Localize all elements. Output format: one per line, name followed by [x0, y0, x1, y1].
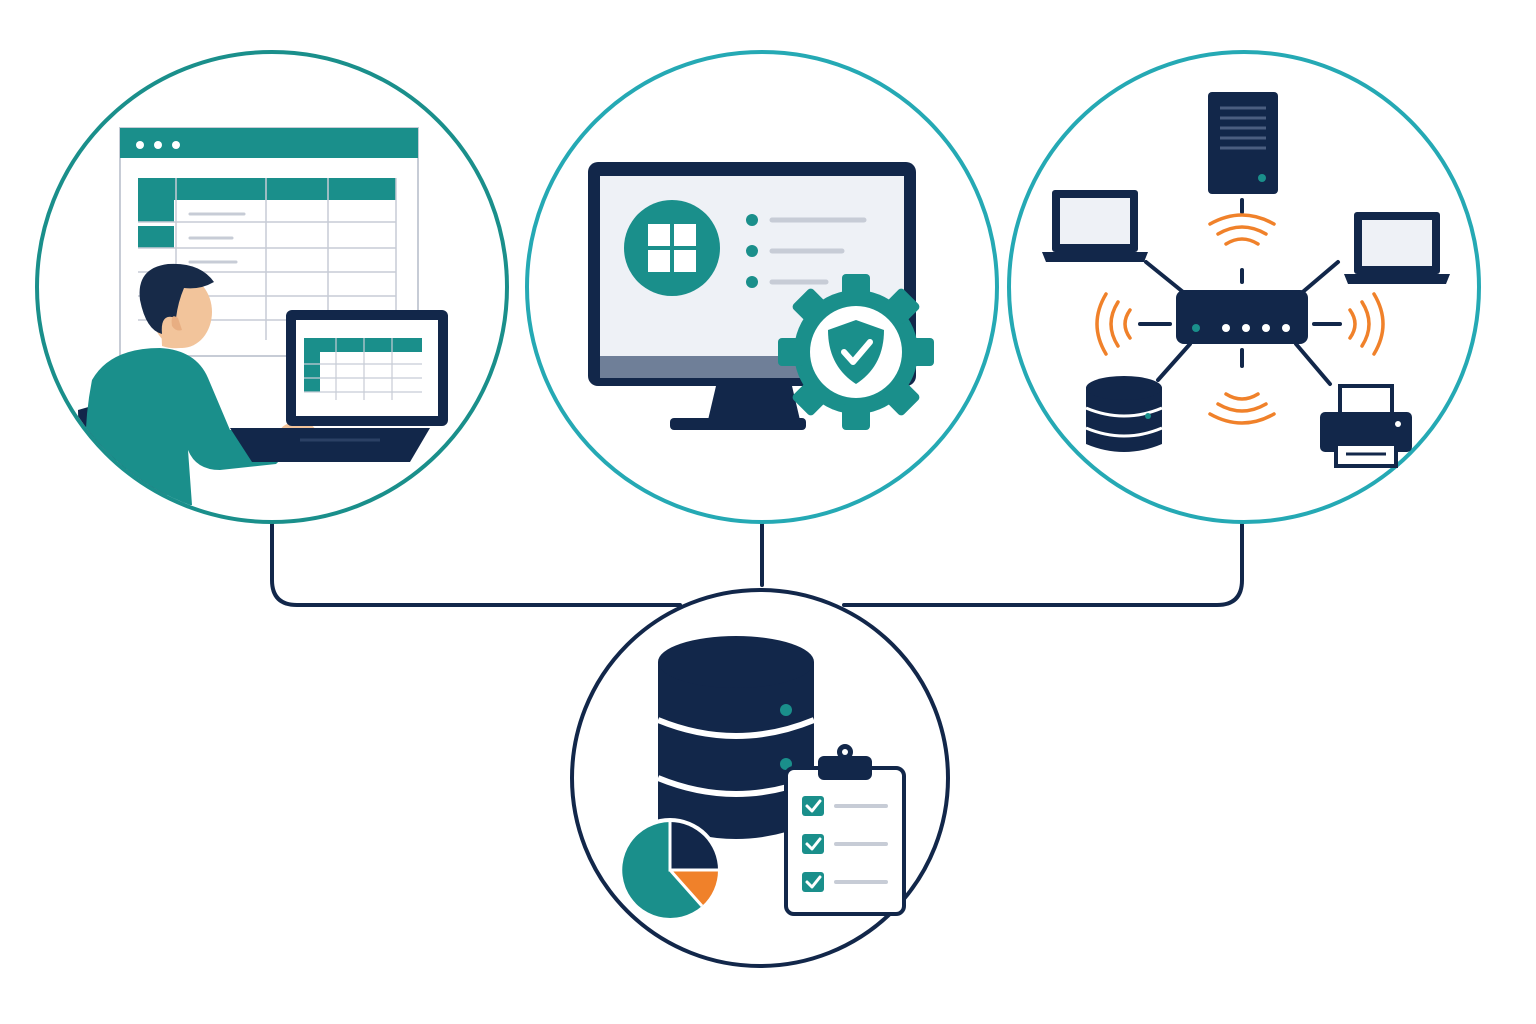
laptop-right-icon: [1344, 212, 1450, 284]
shield-icon: [828, 320, 884, 384]
laptop-left-icon: [1042, 190, 1148, 262]
checklist-clipboard-icon: [784, 744, 906, 916]
node-data-management: [570, 588, 950, 968]
printer-icon: [1320, 384, 1412, 468]
pie-chart-icon: [618, 818, 722, 922]
database-small-icon: [1085, 376, 1163, 452]
node-network: [1007, 50, 1481, 524]
connector-left: [270, 522, 682, 607]
list-lines-icon: [746, 214, 867, 288]
router-icon: [1176, 290, 1308, 344]
checkmark-icon: [841, 339, 873, 365]
security-gear-icon: [778, 274, 934, 430]
windows-logo-icon: [624, 200, 720, 296]
node-spreadsheet-user: [35, 50, 509, 524]
database-icon: [656, 636, 816, 839]
wifi-waves-icon: [1095, 213, 1385, 425]
node-secure-os: [525, 50, 999, 524]
server-icon: [1208, 92, 1278, 194]
connector-right: [842, 522, 1244, 607]
person-icon: [85, 263, 316, 505]
laptop-icon: [230, 310, 448, 462]
connector-lines: [270, 522, 1244, 607]
